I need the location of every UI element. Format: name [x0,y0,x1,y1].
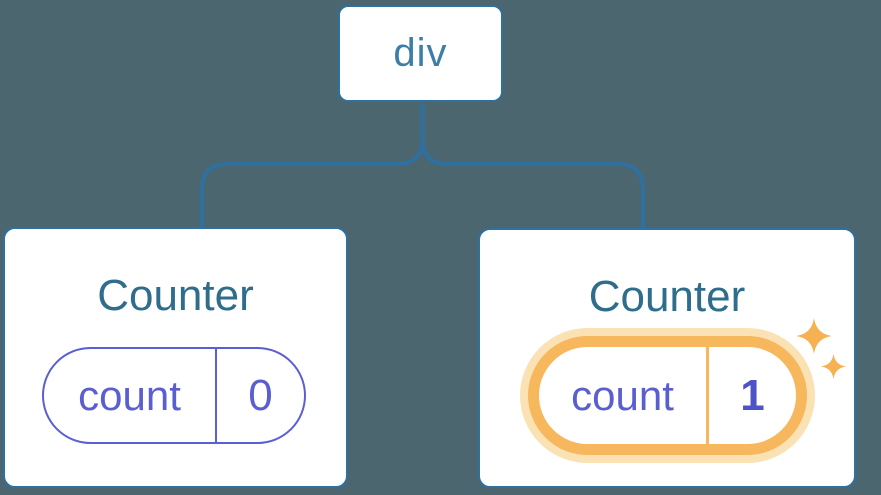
root-node-label: div [393,31,448,75]
counter-card-left: Counter count 0 [3,227,348,488]
state-name-label: count [44,349,217,442]
counter-title: Counter [97,271,254,320]
sparkle-icons [796,318,846,379]
sparkle-icon-large [796,318,832,354]
connector-left-branch [200,103,425,228]
state-value: 1 [740,370,765,420]
root-node-div: div [338,5,503,102]
counter-card-right: Counter count 1 [478,228,856,488]
connector-right-branch [420,103,645,229]
sparkle-icon-small [821,354,846,379]
state-value: 0 [248,370,273,420]
counter-title: Counter [588,272,746,321]
state-name-label: count [539,347,709,444]
state-pill-count-1-highlighted: count 1 [528,336,807,455]
state-pill-count-0: count 0 [42,347,306,444]
